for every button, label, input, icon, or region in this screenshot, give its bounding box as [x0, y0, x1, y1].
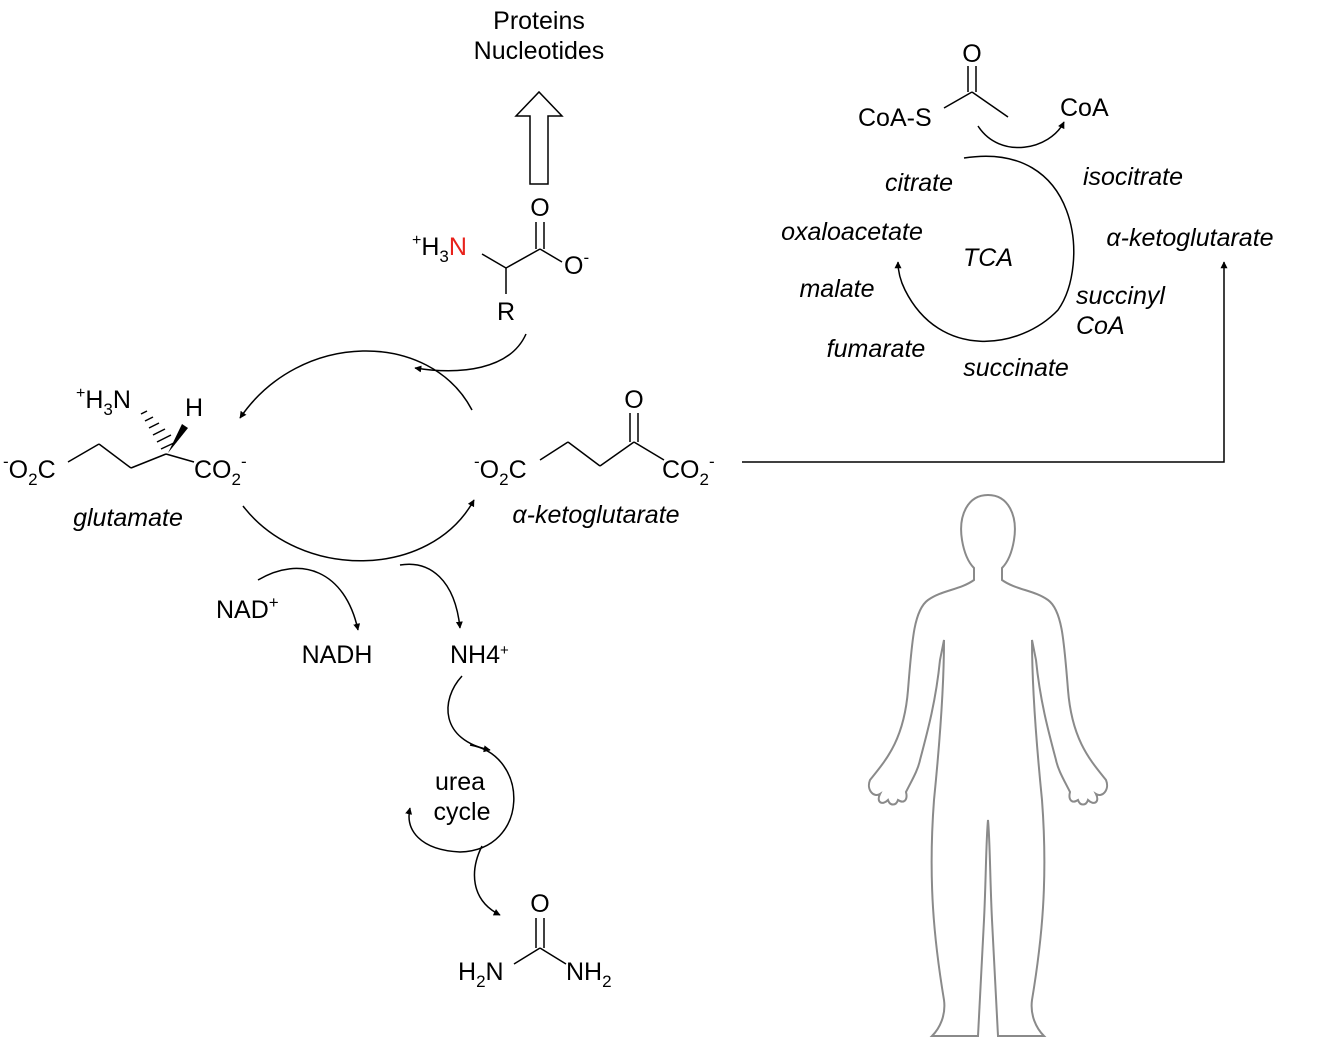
nad-label: NAD+	[216, 593, 279, 624]
acetyl-bond-c-ch3	[971, 91, 1009, 118]
glutamate-ammonium: +H3N	[76, 385, 131, 419]
tca-oxaloacetate: oxaloacetate	[781, 218, 923, 246]
tca-succinate: succinate	[963, 354, 1069, 382]
amino-acid-side-chain: R	[497, 298, 515, 326]
solid-wedge-bond	[168, 424, 188, 453]
bond-n-calpha	[481, 253, 507, 269]
bond-cb-cg	[98, 443, 132, 469]
tca-citrate: citrate	[885, 169, 953, 197]
urea-cycle-loop	[405, 744, 515, 853]
glutamate-hydrogen: H	[185, 394, 203, 422]
nh4-label: NH4+	[450, 641, 509, 669]
urea-right-amine: NH2	[566, 958, 612, 991]
bond-akg-2	[567, 441, 601, 467]
acetyl-bond-s-c	[943, 91, 973, 109]
transamination-top-arc	[239, 350, 473, 419]
tca-succinyl-line-1: succinyl	[1076, 282, 1166, 310]
akg-label: α-ketoglutarate	[512, 501, 679, 529]
bond-akg-4	[633, 441, 665, 461]
akg-structure: -O2C O CO2- α-ketoglutarate	[474, 386, 715, 529]
bond-akg-3	[599, 441, 635, 467]
nh4-release-arrow	[399, 563, 463, 629]
amino-acid-carboxylate: O-	[564, 248, 589, 280]
bond-ca-co2	[165, 453, 195, 463]
tca-succinyl-line-2: CoA	[1076, 312, 1125, 340]
deamination-bottom-arc	[242, 499, 475, 562]
glutamate-right-carboxylate: CO2-	[194, 452, 247, 489]
amino-acid-feed-arrow	[414, 333, 527, 373]
nadh-label: NADH	[302, 641, 373, 669]
bond-akg-1	[539, 441, 569, 461]
urea-cn-bond-left	[513, 947, 541, 965]
tca-center-label: TCA	[963, 244, 1013, 272]
tca-fumarate: fumarate	[827, 335, 926, 363]
bond-cg-cd	[67, 443, 100, 463]
acetyl-o: O	[962, 40, 981, 68]
tca-cycle-arc	[894, 155, 1075, 343]
amino-acid-ammonium: +H3N	[412, 232, 467, 266]
urea-left-amine: H2N	[458, 958, 504, 991]
akg-right-carboxylate: CO2-	[662, 452, 715, 489]
tca-isocitrate: isocitrate	[1083, 163, 1183, 191]
products-line-2: Nucleotides	[474, 37, 605, 65]
bond-ca-cb	[130, 453, 167, 469]
glutamate-structure: +H3N H -O2C CO2- glutamate	[3, 385, 247, 532]
amino-acid-structure: +H3N O O- R	[412, 194, 589, 326]
hashed-wedge-bond	[140, 410, 177, 450]
urea-cycle-line-1: urea	[435, 768, 485, 796]
products-line-1: Proteins	[493, 7, 585, 35]
bond-c-ominus	[539, 248, 563, 263]
akg-keto-o: O	[624, 386, 643, 414]
urea-cn-bond-right	[539, 947, 567, 965]
urea-o: O	[530, 890, 549, 918]
urea-cycle-output-arrow	[473, 845, 501, 916]
glutamate-label: glutamate	[73, 504, 183, 532]
urea-structure: O H2N NH2	[458, 890, 612, 991]
amino-acid-carbonyl-o: O	[530, 194, 549, 222]
tca-cycle: CoA-S O CoA TCA citrate isocitrate α-ket…	[781, 40, 1273, 382]
akg-left-carboxylate: -O2C	[474, 452, 527, 489]
amino-acid-nitrogen: N	[449, 233, 467, 261]
tca-malate: malate	[799, 275, 874, 303]
acetyl-coa-entry-arrow	[977, 121, 1065, 149]
nh4-to-urea-cycle-arrow	[447, 675, 491, 753]
acetyl-coa-label: CoA-S	[858, 104, 932, 132]
hollow-up-arrow	[514, 90, 564, 185]
urea-cycle-line-2: cycle	[434, 798, 491, 826]
coa-label: CoA	[1060, 94, 1109, 122]
bond-calpha-c	[505, 248, 541, 269]
akg-to-tca-connector	[742, 261, 1228, 463]
human-body-outline-icon	[868, 493, 1108, 1037]
nad-to-nadh-arrow	[257, 567, 361, 631]
glutamate-left-carboxylate: -O2C	[3, 452, 56, 489]
tca-alpha-ketoglutarate: α-ketoglutarate	[1106, 224, 1273, 252]
